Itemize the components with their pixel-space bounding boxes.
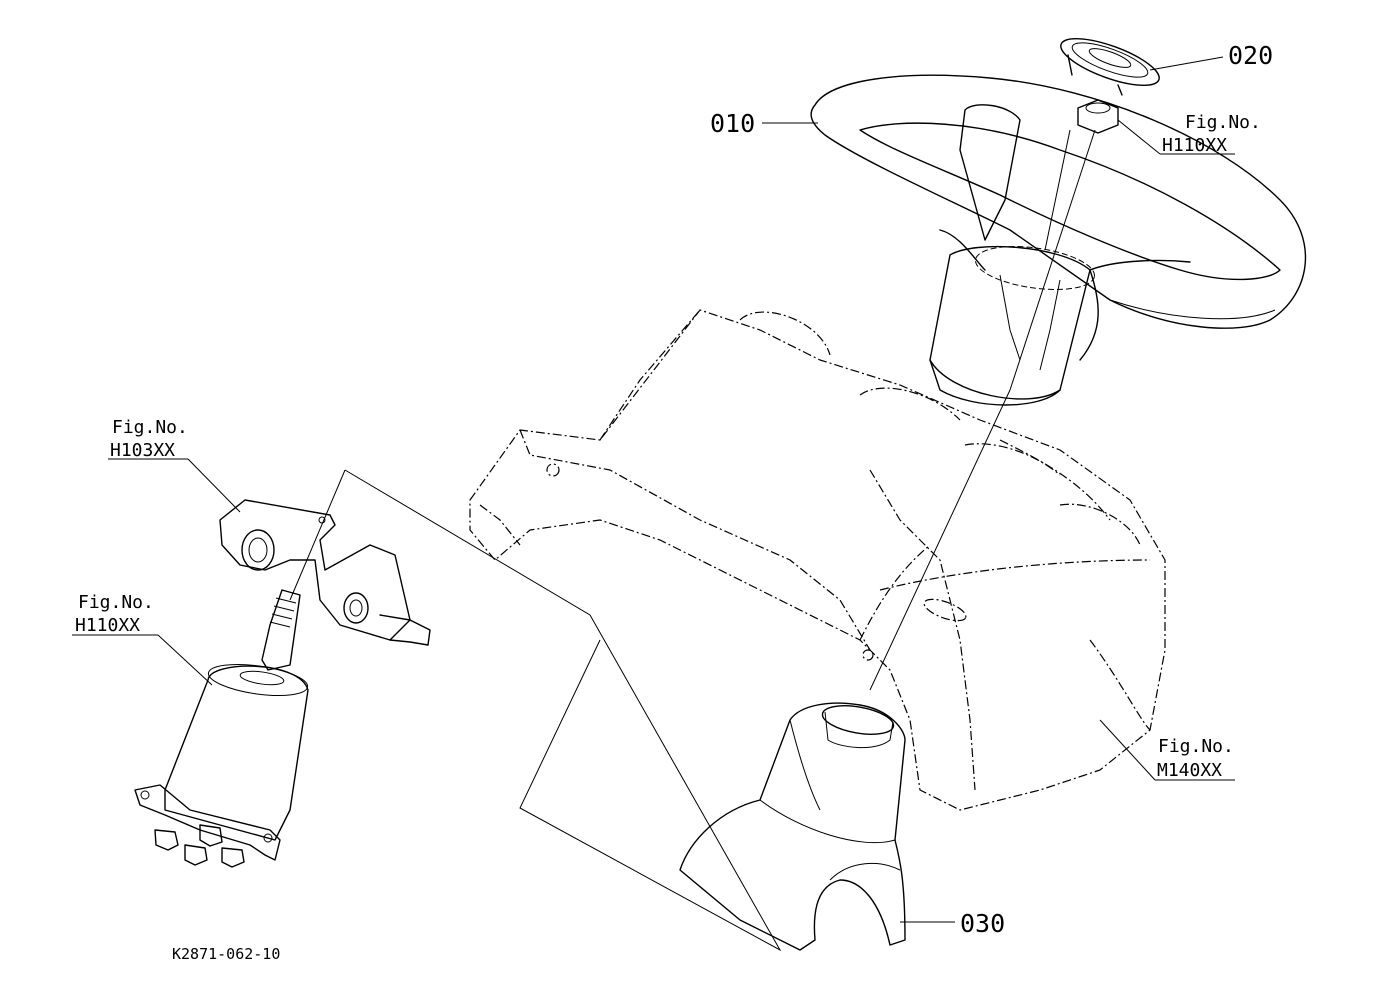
fig-number-left-top: H103XX	[110, 440, 175, 461]
part-label-010: 010	[710, 109, 755, 138]
fig-number-right-bottom: M140XX	[1157, 760, 1222, 781]
fig-number-left-mid: H110XX	[75, 615, 140, 636]
steering-wheel-010	[810, 74, 1307, 406]
fig-number-top-right: H110XX	[1162, 135, 1227, 156]
cap-020	[1060, 38, 1160, 96]
part-label-030: 030	[960, 909, 1005, 938]
fig-caption-top-right: Fig.No.	[1185, 112, 1261, 133]
column-cover-030	[679, 702, 906, 951]
part-label-020: 020	[1228, 41, 1273, 70]
fig-caption-right-bottom: Fig.No.	[1158, 736, 1234, 757]
drawing-code: K2871-062-10	[172, 945, 280, 963]
steering-nut	[1077, 99, 1119, 134]
leader-lines	[72, 56, 1235, 952]
dashboard-panel-outline	[469, 309, 1166, 811]
fig-caption-left-mid: Fig.No.	[78, 592, 154, 613]
steering-unit-part	[134, 589, 309, 868]
bracket-part	[219, 499, 431, 646]
fig-caption-left-top: Fig.No.	[112, 417, 188, 438]
